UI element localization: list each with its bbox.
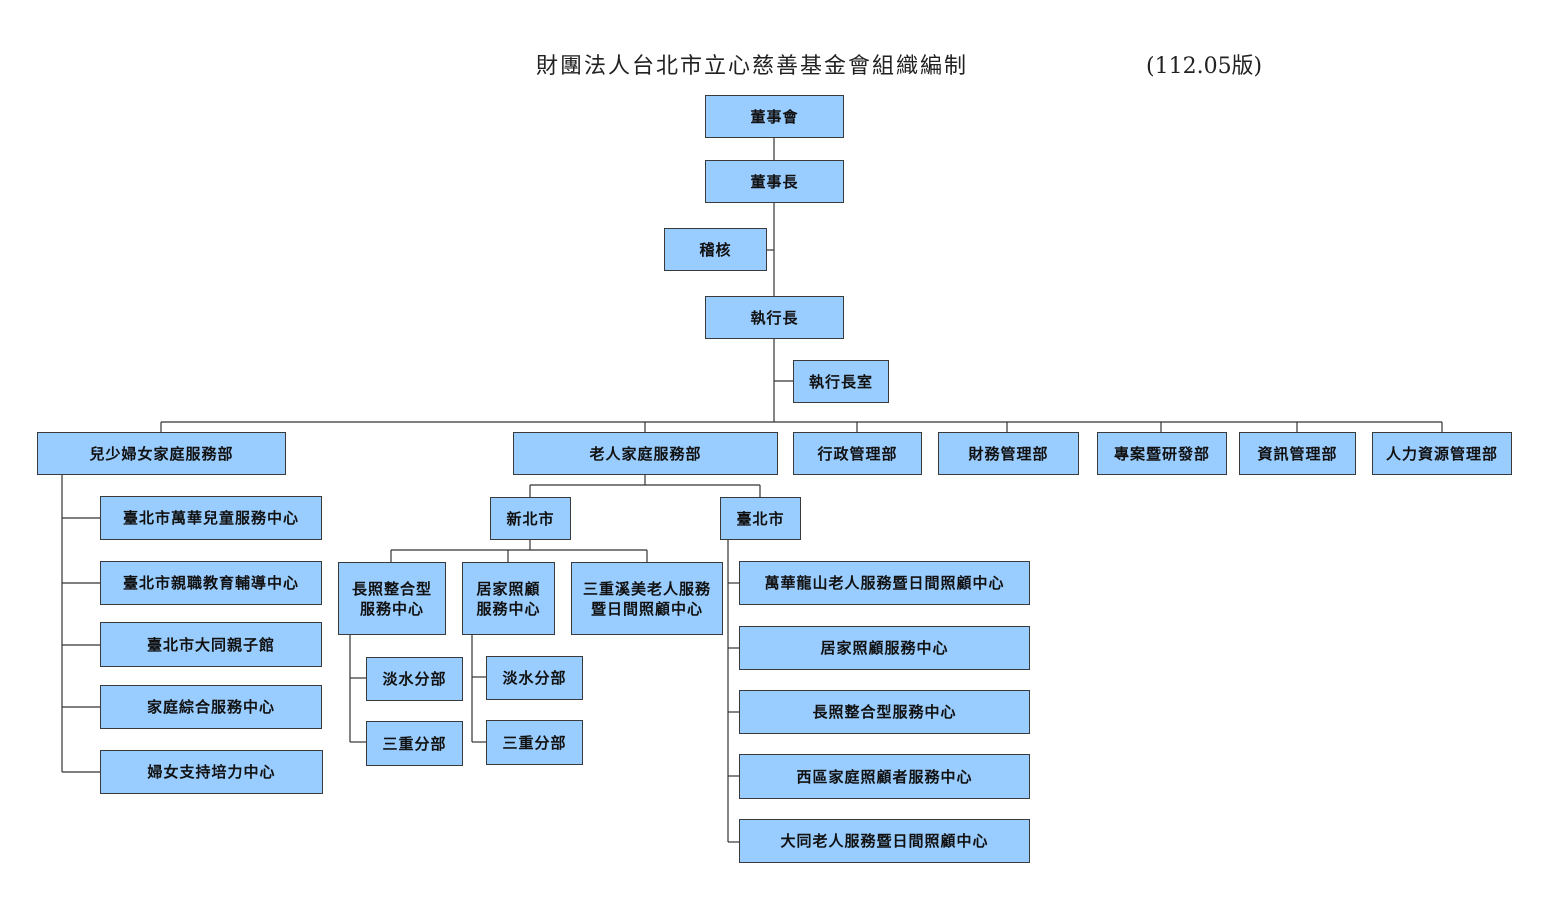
nt-sanchong-box: 三重溪美老人服務 暨日間照顧中心 bbox=[571, 562, 723, 635]
nt-ltc-line2: 服務中心 bbox=[359, 599, 424, 618]
home-sanchong-box: 三重分部 bbox=[486, 720, 583, 765]
child-unit-box: 家庭綜合服務中心 bbox=[100, 685, 322, 729]
child-unit-box: 婦女支持培力中心 bbox=[100, 750, 323, 794]
nt-ltc-box: 長照整合型 服務中心 bbox=[338, 562, 446, 635]
dept-it-box: 資訊管理部 bbox=[1239, 432, 1356, 475]
nt-sanchong-line1: 三重溪美老人服務 bbox=[582, 579, 711, 598]
ceo-office-box: 執行長室 bbox=[793, 360, 889, 403]
tp-unit-box: 萬華龍山老人服務暨日間照顧中心 bbox=[739, 561, 1030, 605]
audit-box: 稽核 bbox=[664, 228, 767, 271]
tp-unit-box: 西區家庭照顧者服務中心 bbox=[739, 754, 1030, 799]
dept-research-box: 專案暨研發部 bbox=[1097, 432, 1227, 475]
dept-children-box: 兒少婦女家庭服務部 bbox=[37, 432, 286, 475]
dept-finance-box: 財務管理部 bbox=[938, 432, 1079, 475]
ceo-box: 執行長 bbox=[705, 296, 844, 339]
child-unit-box: 臺北市大同親子館 bbox=[100, 622, 322, 667]
tp-unit-box: 大同老人服務暨日間照顧中心 bbox=[739, 819, 1030, 863]
dept-admin-box: 行政管理部 bbox=[793, 432, 922, 475]
nt-home-box: 居家照顧 服務中心 bbox=[462, 562, 555, 635]
ltc-tamsui-box: 淡水分部 bbox=[366, 657, 463, 701]
chairman-box: 董事長 bbox=[705, 160, 844, 203]
ltc-sanchong-box: 三重分部 bbox=[366, 721, 463, 766]
child-unit-box: 臺北市親職教育輔導中心 bbox=[100, 561, 322, 605]
chart-title: 財團法人台北市立心慈善基金會組織編制 bbox=[536, 54, 969, 79]
nt-ltc-line1: 長照整合型 bbox=[351, 579, 432, 598]
child-unit-box: 臺北市萬華兒童服務中心 bbox=[100, 496, 322, 540]
home-tamsui-box: 淡水分部 bbox=[486, 656, 583, 700]
board-box: 董事會 bbox=[705, 95, 844, 138]
dept-hr-box: 人力資源管理部 bbox=[1372, 432, 1512, 475]
tp-unit-box: 居家照顧服務中心 bbox=[739, 626, 1030, 670]
new-taipei-box: 新北市 bbox=[490, 497, 571, 540]
tp-unit-box: 長照整合型服務中心 bbox=[739, 690, 1030, 734]
nt-home-line2: 服務中心 bbox=[476, 599, 541, 618]
chart-edition: (112.05版) bbox=[1146, 54, 1263, 79]
taipei-box: 臺北市 bbox=[720, 497, 801, 540]
nt-sanchong-line2: 暨日間照顧中心 bbox=[590, 599, 703, 618]
nt-home-line1: 居家照顧 bbox=[476, 579, 541, 598]
dept-elderly-box: 老人家庭服務部 bbox=[513, 432, 778, 475]
